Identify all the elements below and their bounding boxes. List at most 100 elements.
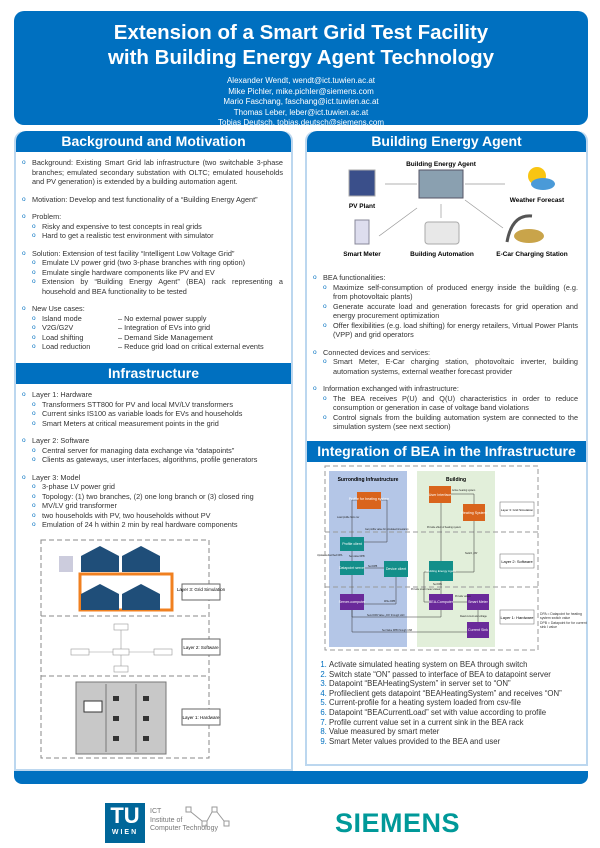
ict-network-icon <box>185 806 230 827</box>
layer3-label: Layer 3: Grid Simulation <box>177 587 226 592</box>
siemens-logo: SIEMENS <box>335 808 461 838</box>
smart-meter-icon <box>354 219 370 245</box>
pv-panel-icon <box>348 169 376 197</box>
grid-simulation-image <box>59 546 174 612</box>
step: Datapoint “BEACurrentLoad” set with valu… <box>329 708 586 718</box>
bullet: Solution: Extension of test facility “In… <box>22 249 283 297</box>
node-bea-computer: BEA-Computer <box>429 600 454 604</box>
bullet: BEA functionalities: Maximize self-consu… <box>313 273 578 340</box>
steps-list: Activate simulated heating system on BEA… <box>307 654 586 746</box>
node-device-client: Device client <box>386 567 406 571</box>
node-profile-client: Profile client <box>342 542 362 546</box>
node-server-computer: Server-computer <box>339 600 367 604</box>
node-profile-heating: Profile for heating system <box>349 497 390 501</box>
hardware-rack-photo <box>75 681 167 755</box>
bullet: Connected devices and services: Smart Me… <box>313 348 578 377</box>
bullet: Layer 1: Hardware Transformers STT800 fo… <box>22 390 283 428</box>
author: Tobias Deutsch, tobias.deutsch@siemens.c… <box>218 118 384 127</box>
step: Value measured by smart meter <box>329 727 586 737</box>
layer2-label: Layer 2: Software <box>183 645 219 650</box>
usecase: Island mode– No external power supply <box>32 314 283 324</box>
layer1-label: Layer 1: Hardware <box>182 715 220 720</box>
ecar-icon <box>505 214 544 243</box>
sub-bullet: Emulation of 24 h within 2 min by real h… <box>32 520 283 530</box>
node-heating-system: Heating System <box>461 511 486 515</box>
sub-bullet: Hard to get a realistic test environment… <box>32 231 283 241</box>
sub-bullet: Clients as gateways, user interfaces, al… <box>32 455 283 465</box>
edge-label: Get profile value for simulated timestam… <box>365 528 409 531</box>
edge-label: Update subscribed DPA <box>317 554 343 557</box>
edge-label: Read current and voltage <box>460 615 488 618</box>
bullet: Motivation: Develop and test functionali… <box>22 195 283 205</box>
edge-label: Provide smart meter values <box>411 588 441 591</box>
sub-bullet: Maximize self-consumption of produced en… <box>323 283 578 302</box>
building-automation-icon <box>424 221 460 245</box>
bullet: Background: Existing Smart Grid lab infr… <box>22 158 283 187</box>
step: Smart Meter values provided to the BEA a… <box>329 737 586 747</box>
node-smart-meter: Smart Meter <box>468 600 489 604</box>
edge-label: Provide effect of heating system <box>427 526 461 529</box>
edge-label: Set DPB <box>368 565 378 568</box>
sub-bullet: Current sinks IS100 as variable loads fo… <box>32 409 283 419</box>
sub-bullet: Emulate single hardware components like … <box>32 268 283 278</box>
sub-bullet: Generate accurate load and generation fo… <box>323 302 578 321</box>
right-column: Building Energy Agent Building Energy Ag… <box>305 131 588 766</box>
layer2-label: Layer 2: Software <box>501 559 533 564</box>
step: Current-profile for a heating system loa… <box>329 698 586 708</box>
ecar-label: E-Car Charging Station <box>496 251 568 258</box>
sub-bullet: Risky and expensive to test concepts in … <box>32 222 283 232</box>
sub-bullet: 3-phase LV power grid <box>32 482 283 492</box>
step: Profile current value set in a current s… <box>329 718 586 728</box>
bea-overview-figure: Building Energy Agent PV Plant Weather F… <box>343 161 568 258</box>
sub-bullet: Emulate LV power grid (two 3-phase branc… <box>32 258 283 268</box>
sub-bullet: Topology: (1) two branches, (2) one long… <box>32 492 283 502</box>
bullet: Information exchanged with infrastructur… <box>313 384 578 432</box>
author-list: Alexander Wendt, wendt@ict.tuwien.ac.at … <box>14 76 588 129</box>
left-column: Background and Motivation Background: Ex… <box>14 131 293 771</box>
sub-bullet: Control signals from the building automa… <box>323 413 578 432</box>
node-current-sink: Current Sink <box>468 628 488 632</box>
edge-label: Active heating system <box>452 489 475 492</box>
step: Activate simulated heating system on BEA… <box>329 660 586 670</box>
section-title-bea: Building Energy Agent <box>307 131 586 152</box>
diagram-legend: DPA = Datapoint for heating system switc… <box>540 612 587 630</box>
section-title-infrastructure: Infrastructure <box>16 363 291 384</box>
weather-label: Weather Forecast <box>510 197 565 204</box>
edge-label: Send DPA Value „ON“ through LAN <box>367 614 405 617</box>
sub-bullet: Offer flexibilities (e.g. load shifting)… <box>323 321 578 340</box>
sub-bullet: two households with PV, two households w… <box>32 511 283 521</box>
node-datapoint-server: Datapoint server <box>339 566 366 570</box>
usecase: Load reduction– Reduce grid load on crit… <box>32 342 283 352</box>
usecase: V2G/G2V– Integration of EVs into grid <box>32 323 283 333</box>
step: Datapoint “BEAHeatingSystem” in server s… <box>329 679 586 689</box>
infrastructure-layers-figure: Layer 3: Grid Simulation Layer 2: Softwa… <box>40 539 226 759</box>
bullet: Layer 2: Software Central server for man… <box>22 436 283 465</box>
sub-bullet: Smart Meters at critical measurement poi… <box>32 419 283 429</box>
layer3-label: Layer 3: Grid Simulation <box>501 508 534 512</box>
edge-label: Set DPA <box>433 583 442 586</box>
node-user-interface: User Interface <box>429 493 452 497</box>
author: Mike Pichler, mike.pichler@siemens.com <box>228 86 374 96</box>
integration-diagram: Surronding Infrastructure Building Profi… <box>317 465 587 651</box>
meter-label: Smart Meter <box>343 251 381 258</box>
bullet: Problem: Risky and expensive to test con… <box>22 212 283 241</box>
building-label: Building <box>446 477 466 483</box>
edge-label: Write DPB <box>384 600 396 603</box>
sub-bullet: The BEA receives P(U) and Q(U) character… <box>323 394 578 413</box>
section-title-background: Background and Motivation <box>16 131 291 152</box>
layer1-label: Layer 1: Hardware <box>501 615 535 620</box>
author: Mario Faschang, faschang@ict.tuwien.ac.a… <box>223 97 379 106</box>
pv-label: PV Plant <box>349 203 376 210</box>
bullet: Layer 3: Model 3-phase LV power gridTopo… <box>22 473 283 530</box>
software-diagram <box>70 623 173 673</box>
author: Thomas Leber, leber@ict.tuwien.ac.at <box>233 107 369 117</box>
edge-label: Set value DPB <box>349 555 365 558</box>
edge-label: Set Value DPB through USB <box>382 629 413 632</box>
sub-bullet: Central server for managing data exchang… <box>32 446 283 456</box>
edge-label: Load profile from csv <box>337 516 360 519</box>
step: Profileclient gets datapoint “BEAHeating… <box>329 689 586 699</box>
sub-bullet: Transformers STT800 for PV and local MV/… <box>32 400 283 410</box>
surrounding-label: Surronding Infrastructure <box>338 477 399 483</box>
